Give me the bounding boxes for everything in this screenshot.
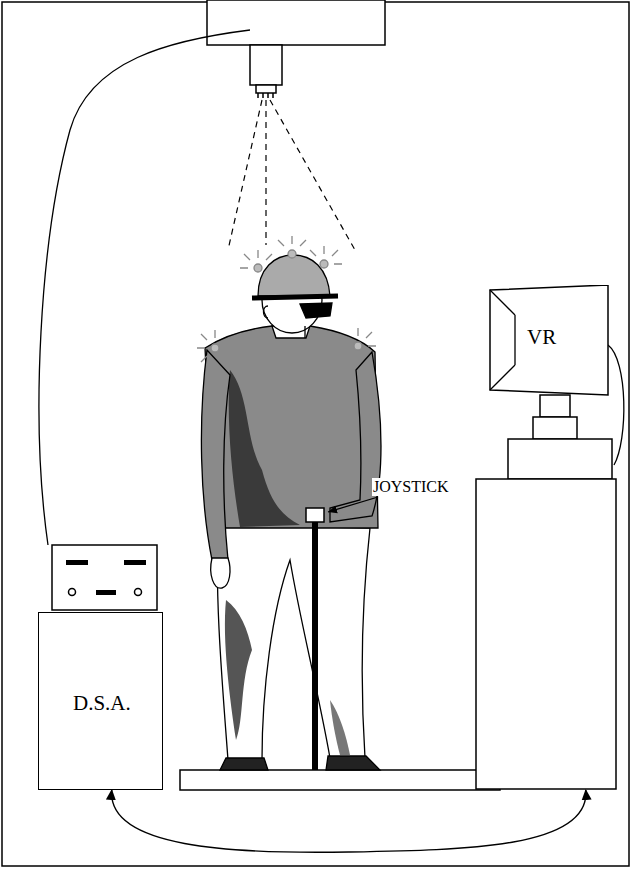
camera [250,45,282,98]
signal-link [112,790,586,852]
platform [180,770,500,790]
node-label: D.S.A. [73,691,131,716]
joystick [306,508,324,770]
vr-unit-outline [475,285,617,790]
recorder-device [52,545,157,610]
dsa-cabinet: D.S.A. [38,612,163,790]
leader-line [328,497,378,512]
vr-display-unit: VR [475,285,617,790]
body-marker [197,236,376,362]
ceiling-mount [207,0,385,45]
node-label: VR [527,325,556,350]
part-label: JOYSTICK [372,478,450,496]
camera-view [228,100,355,250]
subject-figure [201,255,381,770]
